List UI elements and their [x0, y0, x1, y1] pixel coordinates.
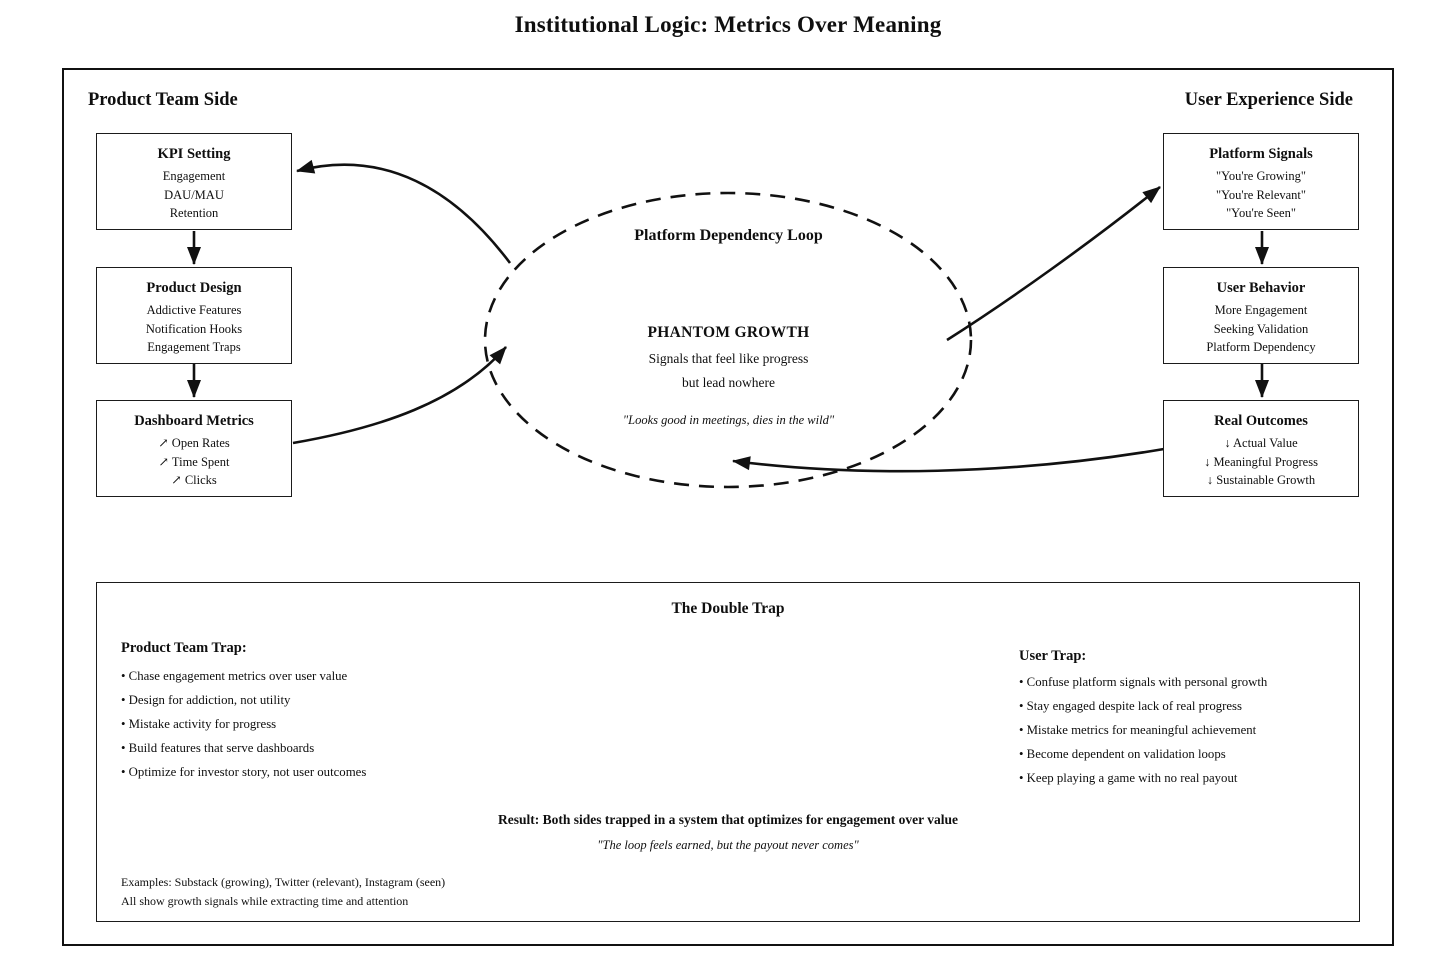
node-line: ↓ Sustainable Growth [1206, 473, 1316, 487]
node-product-design: Product Design Addictive Features Notifi… [96, 267, 292, 364]
loop-description-line2: but lead nowhere [682, 375, 775, 390]
heading-product-team-side: Product Team Side [88, 90, 238, 110]
trap-bullet: • Optimize for investor story, not user … [121, 765, 367, 779]
trap-bullet: • Mistake metrics for meaningful achieve… [1019, 723, 1257, 737]
user-trap-heading: User Trap: [1019, 648, 1087, 664]
page-title: Institutional Logic: Metrics Over Meanin… [514, 12, 942, 37]
node-line: Seeking Validation [1213, 321, 1309, 336]
node-title: Platform Signals [1209, 146, 1313, 162]
node-line: ↓ Meaningful Progress [1204, 454, 1318, 469]
node-real-outcomes: Real Outcomes ↓ Actual Value ↓ Meaningfu… [1163, 400, 1359, 497]
node-platform-signals: Platform Signals "You're Growing" "You'r… [1163, 133, 1359, 230]
trap-bullet: • Build features that serve dashboards [121, 741, 315, 755]
examples-line2: All show growth signals while extracting… [121, 893, 409, 908]
node-line: Retention [169, 206, 219, 220]
node-line: "You're Seen" [1226, 206, 1296, 220]
user-trap-list: • Confuse platform signals with personal… [1019, 670, 1267, 790]
node-title: Real Outcomes [1214, 413, 1308, 429]
double-trap-result: Result: Both sides trapped in a system t… [498, 812, 958, 827]
node-line: DAU/MAU [164, 187, 224, 202]
loop-title: Platform Dependency Loop [634, 227, 823, 244]
loop-quote: "Looks good in meetings, dies in the wil… [622, 413, 835, 427]
node-title: User Behavior [1216, 280, 1306, 296]
trap-bullet: • Stay engaged despite lack of real prog… [1019, 699, 1243, 713]
node-title: Product Design [146, 280, 242, 296]
loop-description-line1: Signals that feel like progress [648, 351, 809, 366]
node-title: KPI Setting [157, 146, 231, 162]
node-dashboard-metrics: Dashboard Metrics ↗ Open Rates ↗ Time Sp… [96, 400, 292, 497]
trap-bullet: • Become dependent on validation loops [1019, 747, 1226, 761]
node-kpi-setting: KPI Setting Engagement DAU/MAU Retention [96, 133, 292, 230]
node-user-behavior: User Behavior More Engagement Seeking Va… [1163, 267, 1359, 364]
node-line: Engagement [162, 169, 226, 183]
node-title: Dashboard Metrics [134, 413, 254, 429]
double-trap-box [96, 582, 1360, 922]
trap-bullet: • Mistake activity for progress [121, 717, 277, 731]
node-line: ↗ Time Spent [158, 454, 230, 469]
node-line: ↗ Open Rates [158, 436, 230, 450]
trap-bullet: • Keep playing a game with no real payou… [1019, 771, 1238, 785]
trap-bullet: • Chase engagement metrics over user val… [121, 669, 348, 683]
double-trap-result-quote: "The loop feels earned, but the payout n… [597, 838, 859, 852]
heading-user-experience-side: User Experience Side [1184, 90, 1353, 110]
double-trap-title: The Double Trap [671, 600, 785, 617]
trap-bullet: • Confuse platform signals with personal… [1019, 675, 1268, 689]
node-line: More Engagement [1214, 303, 1308, 317]
node-line: Platform Dependency [1206, 340, 1316, 354]
trap-bullet: • Design for addiction, not utility [121, 693, 291, 707]
node-line: Notification Hooks [145, 321, 243, 336]
node-line: Engagement Traps [147, 340, 241, 354]
loop-phantom-growth-label: PHANTOM GROWTH [647, 324, 810, 341]
node-line: ↗ Clicks [171, 473, 217, 487]
examples-block: Examples: Substack (growing), Twitter (r… [121, 873, 445, 910]
node-line: "You're Growing" [1215, 169, 1306, 183]
product-team-trap-heading: Product Team Trap: [121, 640, 247, 656]
node-line: "You're Relevant" [1216, 187, 1306, 202]
node-line: ↓ Actual Value [1224, 436, 1298, 450]
product-team-trap-list: • Chase engagement metrics over user val… [121, 664, 366, 784]
node-line: Addictive Features [146, 303, 242, 317]
examples-line1: Examples: Substack (growing), Twitter (r… [121, 875, 446, 889]
